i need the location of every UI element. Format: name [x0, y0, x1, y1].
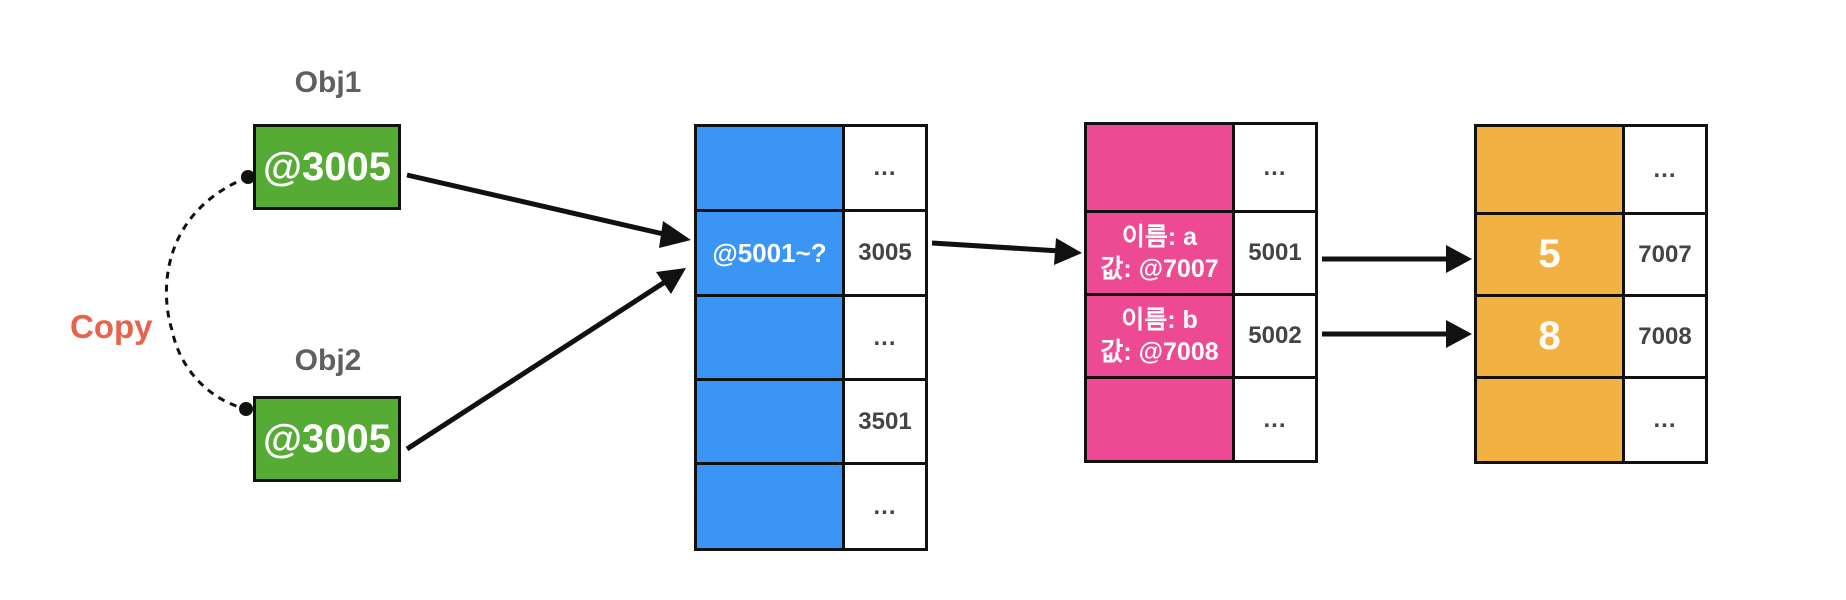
- memory-row: @5001~? 3005: [697, 212, 925, 297]
- arrow-obj2-to-blue-head: [656, 268, 686, 294]
- arrow-obj2-to-blue: [405, 277, 670, 452]
- arrow-obj1-to-blue: [406, 172, 669, 238]
- arrow-blue-to-pink-head: [1054, 238, 1082, 265]
- memory-address: 5002: [1235, 296, 1315, 376]
- arrow-obj1-to-blue-head: [659, 221, 691, 248]
- memory-value: 5: [1477, 215, 1625, 294]
- memory-row: 5 7007: [1477, 215, 1705, 297]
- memory-address: ...: [1625, 127, 1705, 212]
- memory-row: ...: [1087, 379, 1315, 463]
- memory-address: ...: [845, 465, 925, 548]
- memory-address: ...: [1235, 125, 1315, 210]
- obj1-title: Obj1: [294, 66, 362, 99]
- memory-address: ...: [1235, 379, 1315, 460]
- memory-address: 7007: [1625, 215, 1705, 294]
- memory-row: 3501: [697, 381, 925, 465]
- memory-address: 5001: [1235, 213, 1315, 293]
- memory-address: ...: [845, 127, 925, 209]
- memory-row: 8 7008: [1477, 297, 1705, 379]
- obj2-title: Obj2: [294, 344, 362, 377]
- memory-block-pink: ... 이름: a 값: @7007 5001 이름: b 값: @7008 5…: [1084, 122, 1318, 463]
- memory-value: 이름: b 값: @7008: [1087, 296, 1235, 376]
- memory-address: 3005: [845, 212, 925, 294]
- memory-value: [697, 465, 845, 548]
- memory-value: [1087, 125, 1235, 210]
- memory-value: [1477, 127, 1625, 212]
- memory-value: [697, 127, 845, 209]
- copy-dashed-curve: [164, 175, 249, 411]
- memory-row: 이름: b 값: @7008 5002: [1087, 296, 1315, 379]
- memory-value: 8: [1477, 297, 1625, 376]
- memory-value: [697, 381, 845, 462]
- value-ref-line: 값: @7008: [1100, 338, 1219, 366]
- memory-value: @5001~?: [697, 212, 845, 294]
- copy-label: Copy: [70, 308, 153, 345]
- memory-block-orange: ... 5 7007 8 7008 ...: [1474, 124, 1708, 464]
- arrow-blue-to-pink: [931, 240, 1061, 254]
- arrow-pink-b-to-orange-8-head: [1446, 320, 1472, 348]
- memory-row: ...: [697, 127, 925, 212]
- memory-row: ...: [697, 297, 925, 381]
- memory-row: 이름: a 값: @7007 5001: [1087, 213, 1315, 296]
- obj2-ref-box: @3005: [253, 396, 401, 482]
- memory-address: ...: [1625, 379, 1705, 461]
- memory-row: ...: [1477, 127, 1705, 215]
- copy-endpoint-bottom: [239, 402, 253, 416]
- value-name-line: 이름: b: [1121, 305, 1198, 334]
- memory-row: ...: [1477, 379, 1705, 464]
- memory-value: [1477, 379, 1625, 461]
- memory-value: [697, 297, 845, 378]
- memory-address: 7008: [1625, 297, 1705, 376]
- memory-row: ...: [1087, 125, 1315, 213]
- copy-endpoint-top: [241, 170, 255, 184]
- value-name-line: 이름: a: [1121, 222, 1198, 251]
- arrow-pink-a-to-orange-5-head: [1446, 245, 1472, 273]
- memory-value: 이름: a 값: @7007: [1087, 213, 1235, 293]
- memory-block-blue: ... @5001~? 3005 ... 3501 ...: [694, 124, 928, 551]
- memory-row: ...: [697, 465, 925, 551]
- obj1-ref-box: @3005: [253, 124, 401, 210]
- value-ref-line: 값: @7007: [1100, 255, 1219, 283]
- memory-address: ...: [845, 297, 925, 378]
- memory-value: [1087, 379, 1235, 460]
- memory-address: 3501: [845, 381, 925, 462]
